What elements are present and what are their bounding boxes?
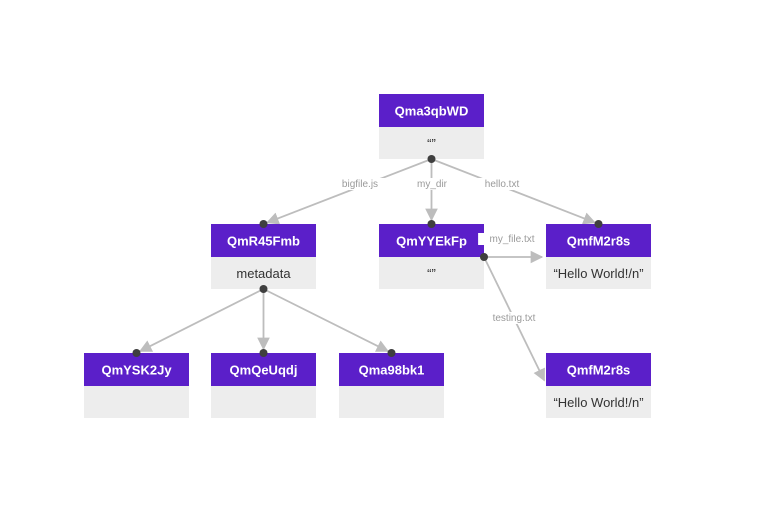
node-hash-label: Qma98bk1: [359, 363, 425, 378]
edge-root-to-bigfile: [266, 158, 432, 225]
connection-dot: [427, 220, 436, 228]
node-data-label: “”: [427, 266, 436, 281]
edge-label-root-to-mydir: my_dir: [417, 179, 448, 190]
edges-layer: [138, 158, 596, 382]
node-hash-label: QmQeUqdj: [230, 363, 298, 378]
node-hash-label: QmfM2r8s: [567, 363, 631, 378]
node-header-box: [211, 224, 316, 257]
connection-dot: [259, 220, 268, 228]
connection-dot: [480, 253, 488, 261]
edge-label-mydir-to-hello: my_file.txt: [489, 234, 534, 245]
node-header-box: [379, 224, 484, 257]
node-root[interactable]: Qma3qbWD “”: [379, 94, 484, 159]
node-body-box: [84, 386, 189, 418]
node-header-box: [339, 353, 444, 386]
node-body-box: [546, 386, 651, 418]
node-hash-label: QmYSK2Jy: [101, 363, 172, 378]
node-body-box: [211, 386, 316, 418]
connection-dot: [427, 155, 436, 163]
node-header-box: [379, 94, 484, 127]
node-chunk3[interactable]: Qma98bk1: [339, 353, 444, 418]
node-hash-label: QmYYEkFp: [396, 234, 467, 249]
node-header-box: [84, 353, 189, 386]
node-data-label: metadata: [236, 266, 291, 281]
node-data-label: “Hello World!/n”: [553, 395, 643, 410]
connection-dot: [594, 220, 603, 228]
connection-dot: [259, 285, 268, 293]
node-hello[interactable]: QmfM2r8s “Hello World!/n”: [546, 224, 651, 289]
node-header-box: [546, 224, 651, 257]
edge-label-background: [329, 178, 391, 190]
node-body-box: [211, 257, 316, 289]
edge-root-to-hello: [431, 158, 596, 225]
node-data-label: “Hello World!/n”: [553, 266, 643, 281]
edge-label-background: [473, 178, 531, 190]
edge-labels-layer: bigfile.js my_dir hello.txt my_file.txttest…: [132, 155, 603, 357]
node-hash-label: QmR45Fmb: [227, 234, 300, 249]
edge-label-root-to-hello: hello.txt: [485, 179, 520, 190]
edge-label-background: [480, 312, 548, 324]
connection-dot: [259, 349, 268, 357]
node-chunk2[interactable]: QmQeUqdj: [211, 353, 316, 418]
node-mydir[interactable]: QmYYEkFp “”: [379, 224, 484, 289]
edge-bigfile-to-chunk3: [263, 288, 390, 353]
edge-label-mydir-to-testing: testing.txt: [493, 313, 536, 324]
node-header-box: [211, 353, 316, 386]
edge-label-root-to-bigfile: bigfile.js: [342, 179, 378, 190]
node-body-box: [379, 257, 484, 289]
edge-bigfile-to-chunk1: [138, 288, 264, 353]
node-bigfile[interactable]: QmR45Fmb metadata: [211, 224, 316, 289]
node-hash-label: Qma3qbWD: [395, 104, 469, 119]
node-chunk1[interactable]: QmYSK2Jy: [84, 353, 189, 418]
edge-label-background: [412, 178, 452, 190]
node-body-box: [379, 127, 484, 159]
nodes-layer: Qma3qbWD “” QmR45Fmb metadata QmYYEkFp “” QmfM…: [84, 94, 651, 418]
node-body-box: [546, 257, 651, 289]
node-data-label: “”: [427, 136, 436, 151]
connection-dot: [132, 349, 141, 357]
node-header-box: [546, 353, 651, 386]
connection-dot: [387, 349, 396, 357]
node-body-box: [339, 386, 444, 418]
edge-label-background: [478, 233, 546, 245]
node-testing[interactable]: QmfM2r8s “Hello World!/n”: [546, 353, 651, 418]
node-hash-label: QmfM2r8s: [567, 234, 631, 249]
